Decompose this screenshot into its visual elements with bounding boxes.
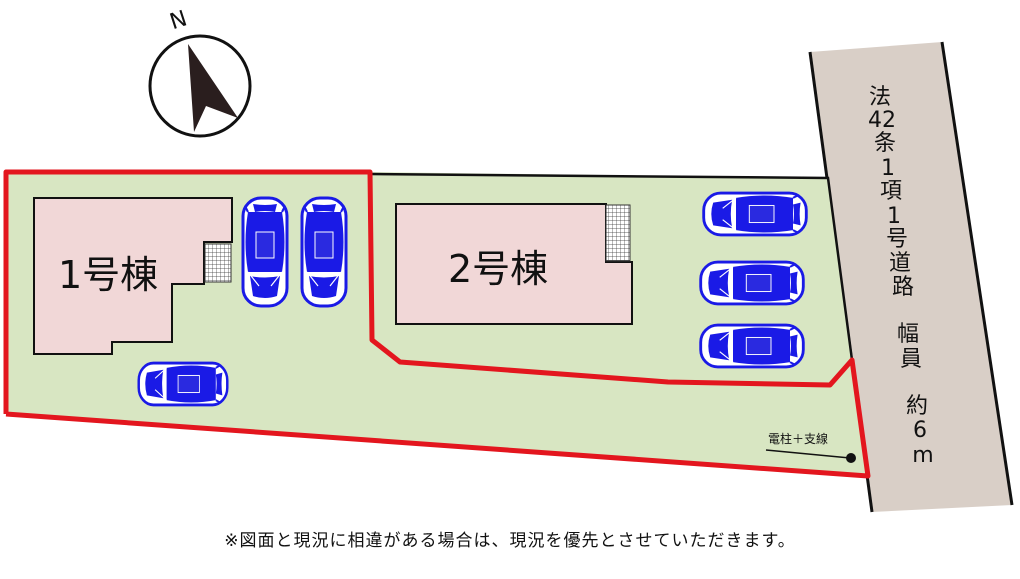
car-icon xyxy=(699,323,805,369)
road-label-char: 路 xyxy=(892,275,914,300)
utility-pole-label: 電柱＋支線 xyxy=(768,431,828,446)
car-icon xyxy=(699,260,805,306)
road-label-char: 1 xyxy=(887,204,901,229)
road-label-char: 道 xyxy=(889,251,911,276)
pole-guy-wire xyxy=(765,449,851,459)
road-strip xyxy=(810,42,1012,512)
building-1-footprint xyxy=(33,197,233,355)
car-icon xyxy=(241,196,289,308)
road-edge-right xyxy=(940,41,1014,506)
north-label: N xyxy=(167,6,190,35)
road-label-char: 員 xyxy=(900,347,922,372)
north-arrow-icon xyxy=(148,34,252,138)
utility-pole-icon xyxy=(846,453,856,463)
road-label-char: 号 xyxy=(886,227,908,252)
building-1-porch xyxy=(204,243,232,283)
building-2-footprint xyxy=(395,203,633,325)
road-label-char: 1 xyxy=(881,156,895,181)
disclaimer-note: ※図面と現況に相違がある場合は、現況を優先とさせていただきます。 xyxy=(224,531,796,551)
lot-boundary-red xyxy=(3,169,871,479)
road-label-char: 6 xyxy=(913,418,927,443)
car-icon xyxy=(300,196,348,308)
road-label-char: m xyxy=(912,443,933,468)
building-2-porch xyxy=(605,204,631,262)
building-2-label: 2号棟 xyxy=(448,247,548,291)
car-icon xyxy=(137,361,229,407)
road-label-char: 幅 xyxy=(897,322,919,347)
road-label-char: 法 xyxy=(869,85,891,110)
car-icon xyxy=(702,191,808,237)
road-label-char: 条 xyxy=(874,131,896,156)
road-label-char: 42 xyxy=(868,108,896,133)
lot-boundary-black xyxy=(369,172,854,361)
road-label-char: 約 xyxy=(906,394,928,419)
road-label-char: 項 xyxy=(880,179,902,204)
road-label: 法 42 条 1 項 1 号 道 路 幅 員 約 6 m xyxy=(868,85,934,468)
building-1-label: 1号棟 xyxy=(58,253,158,297)
